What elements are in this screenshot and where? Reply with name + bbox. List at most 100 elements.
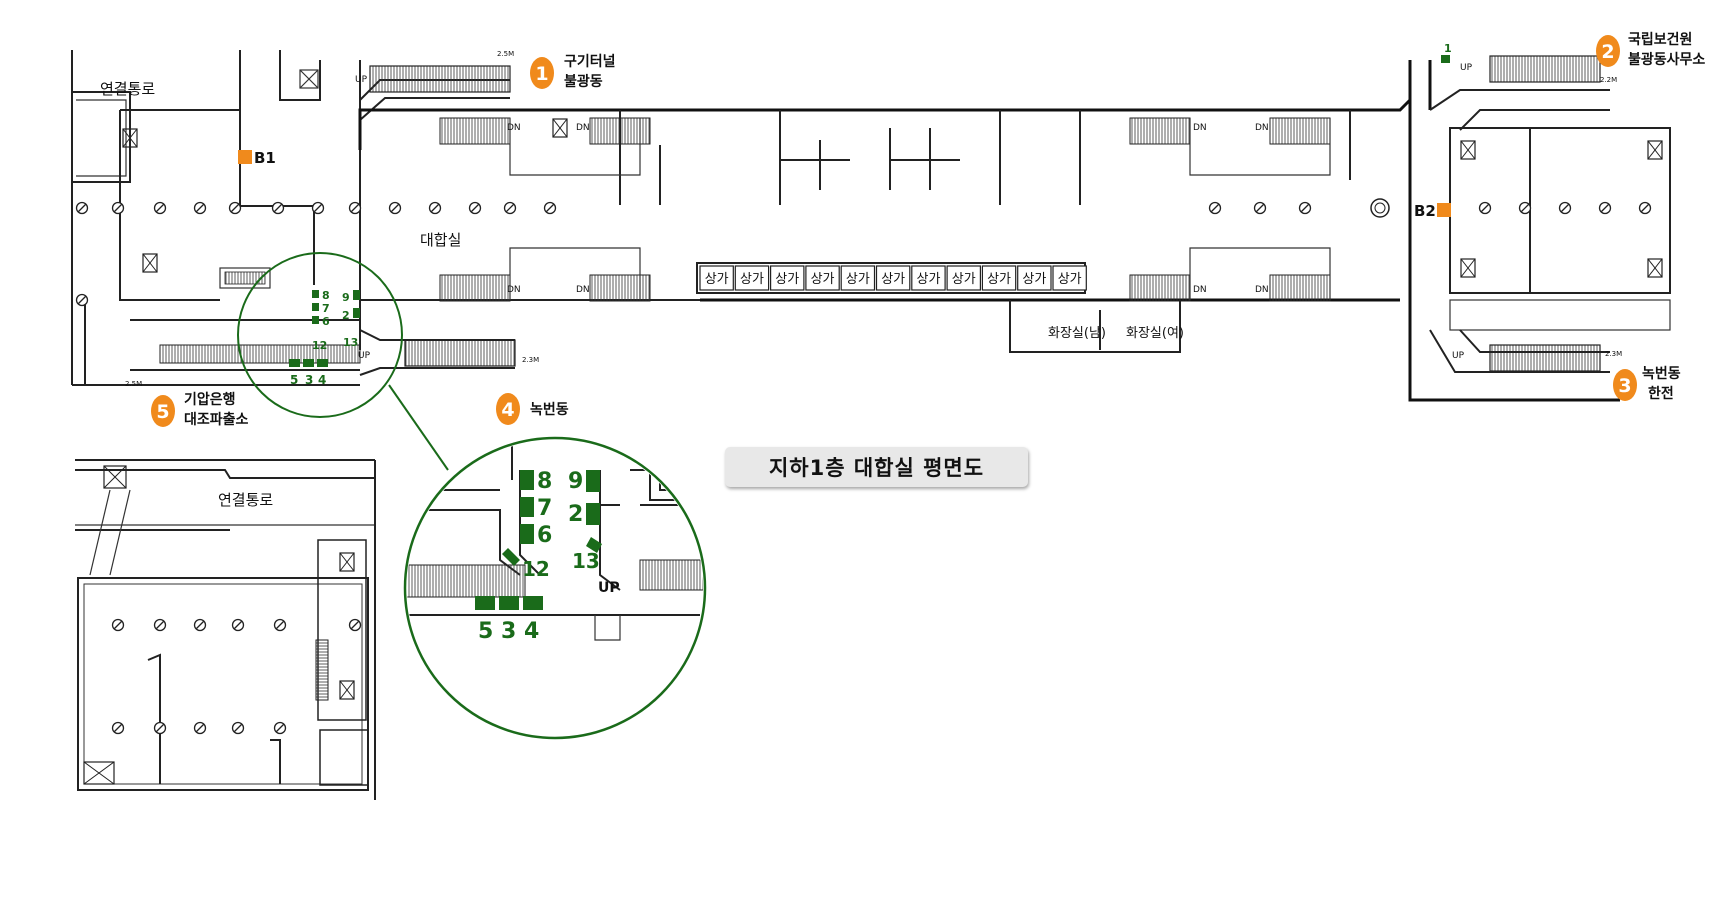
exit-3-line2: 한전	[1648, 385, 1674, 402]
exit-1-badge: 1 구기터널 불광동	[530, 54, 616, 90]
elevator-b2-label: B2	[1414, 202, 1436, 220]
shop-label: 상가	[987, 272, 1011, 287]
exit-1-line2: 불광동	[564, 73, 603, 90]
exit-5-line2: 대조파출소	[184, 411, 249, 428]
marker-main-7: 7	[322, 302, 330, 315]
exit-3-number: 3	[1618, 375, 1631, 397]
marker-zoom-12: 12	[522, 557, 550, 581]
up-label-exit1: UP	[355, 75, 368, 85]
dn-label-3: DN	[1193, 123, 1207, 133]
green-markers-main: 1 8 7 6 12 9 2 13 5 3 4	[289, 42, 1452, 387]
marker-main-13: 13	[343, 336, 358, 349]
width-label-exit3: 2.3M	[1605, 350, 1622, 358]
dn-label-7: DN	[1193, 285, 1207, 295]
marker-zoom-4: 4	[524, 619, 539, 644]
dn-label-4: DN	[1255, 123, 1269, 133]
shop-label: 상가	[881, 272, 905, 287]
shop-cell: 상가	[1017, 265, 1052, 291]
exit-1-number: 1	[535, 63, 548, 85]
exit-3-badge: 3 녹번동 한전	[1613, 366, 1681, 402]
exit-2-badge: 2 국립보건원 불광동사무소	[1596, 31, 1705, 68]
shop-cell: 상가	[840, 265, 876, 291]
dn-label-1: DN	[507, 123, 521, 133]
marker-zoom-9: 9	[568, 469, 583, 494]
shop-cell: 상가	[734, 265, 770, 291]
shop-label: 상가	[705, 272, 729, 287]
page-title: 지하1층 대합실 평면도	[725, 447, 1028, 487]
restroom-male-label: 화장실(남)	[1048, 326, 1106, 341]
shop-label: 상가	[1058, 272, 1082, 287]
exit-5-number: 5	[156, 401, 169, 423]
width-label-exit4: 2.3M	[522, 356, 539, 364]
shop-cell: 상가	[699, 265, 734, 291]
shop-row: 상가 상가 상가 상가 상가 상가 상가 상가 상가 상가 상가	[696, 262, 1087, 294]
dn-label-8: DN	[1255, 285, 1269, 295]
exit-4-number: 4	[501, 399, 514, 421]
zoom-up-label: UP	[598, 580, 620, 596]
shop-label: 상가	[952, 272, 976, 287]
zoom-connector-line	[388, 384, 449, 471]
marker-zoom-8: 8	[537, 469, 552, 494]
dn-label-6: DN	[576, 285, 590, 295]
shop-label: 상가	[740, 272, 764, 287]
marker-main-6: 6	[322, 315, 330, 328]
exit-5-line1: 기압은행	[184, 392, 236, 408]
connector-label: 연결통로	[100, 80, 155, 98]
up-label-exit4: UP	[358, 351, 371, 361]
exit-2-line1: 국립보건원	[1628, 31, 1692, 48]
exit-4-badge: 4 녹번동	[496, 393, 569, 425]
exit-4-line1: 녹번동	[530, 402, 569, 418]
restroom-female-label: 화장실(여)	[1126, 326, 1184, 341]
dn-label-2: DN	[576, 123, 590, 133]
shop-cell: 상가	[946, 265, 981, 291]
zoom-detail: 8 7 6 12 9 2 13 UP 5 3 4	[403, 436, 707, 740]
marker-zoom-5: 5	[478, 619, 493, 644]
marker-main-4: 4	[318, 373, 326, 387]
dn-label-5: DN	[507, 285, 521, 295]
width-label-exit1: 2.5M	[497, 50, 514, 58]
shop-label: 상가	[846, 272, 870, 287]
width-label-exit5: 2.5M	[125, 380, 142, 388]
stairwell-symbols	[122, 118, 1663, 278]
marker-zoom-13: 13	[572, 549, 600, 573]
marker-main-5: 5	[290, 373, 298, 387]
shop-cell: 상가	[911, 265, 946, 291]
zoom-source-circle	[237, 252, 403, 418]
exit-1-line1: 구기터널	[564, 54, 616, 70]
up-label-exit2: UP	[1460, 63, 1473, 73]
main-plan-walls	[71, 50, 1671, 402]
shop-cell: 상가	[981, 265, 1017, 291]
marker-main-1: 1	[1444, 42, 1452, 55]
concourse-label: 대합실	[420, 231, 461, 249]
marker-main-2: 2	[342, 309, 350, 322]
marker-zoom-2: 2	[568, 502, 583, 527]
shop-label: 상가	[811, 272, 835, 287]
shop-cell: 상가	[805, 265, 840, 291]
up-label-exit3: UP	[1452, 351, 1465, 361]
elevator-b1-label: B1	[254, 149, 276, 167]
shop-cell: 상가	[1052, 265, 1087, 291]
elevator-b1: B1	[238, 149, 276, 167]
marker-main-8: 8	[322, 289, 330, 302]
shop-cell: 상가	[875, 265, 911, 291]
exit-5-badge: 5 기압은행 대조파출소	[151, 392, 249, 428]
elevator-b2: B2	[1414, 202, 1451, 220]
marker-main-9: 9	[342, 291, 350, 304]
marker-zoom-7: 7	[537, 496, 552, 521]
shop-label: 상가	[916, 272, 940, 287]
width-label-exit2: 2.2M	[1600, 76, 1617, 84]
shop-cell: 상가	[769, 265, 805, 291]
marker-main-3: 3	[305, 373, 313, 387]
marker-main-12: 12	[312, 339, 327, 352]
marker-zoom-6: 6	[537, 523, 552, 548]
inset-plan: 연결통로	[75, 459, 376, 800]
exit-2-line2: 불광동사무소	[1628, 51, 1705, 68]
marker-zoom-3: 3	[501, 619, 516, 644]
column-round	[1370, 198, 1390, 218]
shop-label: 상가	[775, 272, 799, 287]
exit-2-number: 2	[1601, 41, 1614, 63]
inset-connector-label: 연결통로	[218, 491, 273, 509]
shop-label: 상가	[1022, 272, 1046, 287]
exit-3-line1: 녹번동	[1642, 366, 1681, 382]
